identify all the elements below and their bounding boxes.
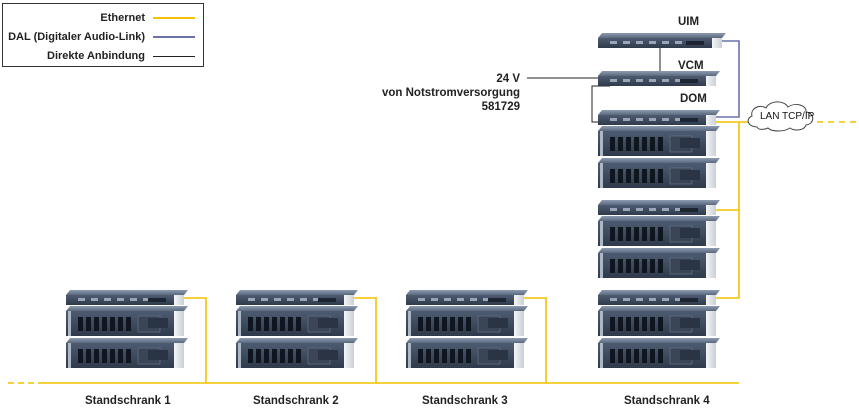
- cabinet-4-amplifier-unit: [598, 306, 720, 336]
- cabinet-2-amplifier-unit: [236, 338, 358, 368]
- cabinet-1-amplifier-unit: [66, 338, 188, 368]
- legend-item-dal: DAL (Digitaler Audio-Link): [8, 31, 195, 43]
- cabinet-2-ethernet-link: [354, 297, 377, 383]
- uim-unit: [598, 33, 726, 48]
- lan-cloud: [747, 101, 814, 132]
- legend: Ethernet DAL (Digitaler Audio-Link) Dire…: [2, 3, 204, 67]
- cabinet-1-label: Standschrank 1: [85, 395, 171, 407]
- cabinet-4-amplifier-unit: [598, 338, 720, 368]
- power-part-number: 581729: [481, 101, 520, 113]
- power-supply-note: 24 V von Notstromversorgung 581729: [380, 72, 520, 114]
- cabinet-2-label: Standschrank 2: [253, 395, 339, 407]
- vcm-label: VCM: [678, 60, 704, 72]
- power-voltage: 24 V: [496, 73, 520, 85]
- cabinet-1-controller-unit: [66, 290, 188, 305]
- direct-line-icon: [153, 55, 195, 57]
- cabinet-4-label: Standschrank 4: [624, 395, 710, 407]
- dom-label: DOM: [680, 93, 707, 105]
- legend-label: Direkte Anbindung: [47, 50, 145, 62]
- cabinet-4-amplifier-unit: [598, 248, 720, 278]
- dal-line-icon: [153, 36, 195, 38]
- cabinet-3-controller-unit: [406, 290, 528, 305]
- connections: [4, 40, 859, 384]
- cabinet-1-amplifier-unit: [66, 306, 188, 336]
- lan-label: LAN TCP/IP: [760, 111, 815, 122]
- power-source: von Notstromversorgung: [381, 87, 520, 99]
- racks: [66, 33, 726, 368]
- cabinet-4-controller-unit: [598, 290, 720, 305]
- legend-item-direct: Direkte Anbindung: [47, 50, 195, 62]
- dal-link: [716, 40, 740, 118]
- cabinet-4-ethernet-riser: [716, 122, 740, 299]
- ethernet-line-icon: [153, 17, 195, 19]
- cabinet-2-controller-unit: [236, 290, 358, 305]
- cabinet-2-amplifier-unit: [236, 306, 358, 336]
- cabinet-4-controller-unit: [598, 200, 720, 215]
- cabinet-3-amplifier-unit: [406, 338, 528, 368]
- cabinet-4-amplifier-unit: [598, 216, 720, 246]
- vcm-unit: [598, 71, 720, 86]
- cabinet-1-ethernet-link: [184, 297, 207, 383]
- legend-item-ethernet: Ethernet: [100, 12, 195, 24]
- uim-label: UIM: [678, 16, 700, 28]
- dom-unit: [598, 110, 720, 125]
- legend-label: Ethernet: [100, 12, 145, 24]
- cabinet-3-ethernet-link: [524, 297, 547, 383]
- cabinet-3-label: Standschrank 3: [422, 395, 508, 407]
- legend-label: DAL (Digitaler Audio-Link): [8, 31, 145, 43]
- cabinet-3-amplifier-unit: [406, 306, 528, 336]
- cabinet-4-amplifier-unit: [598, 126, 720, 156]
- cabinet-4-amplifier-unit: [598, 158, 720, 188]
